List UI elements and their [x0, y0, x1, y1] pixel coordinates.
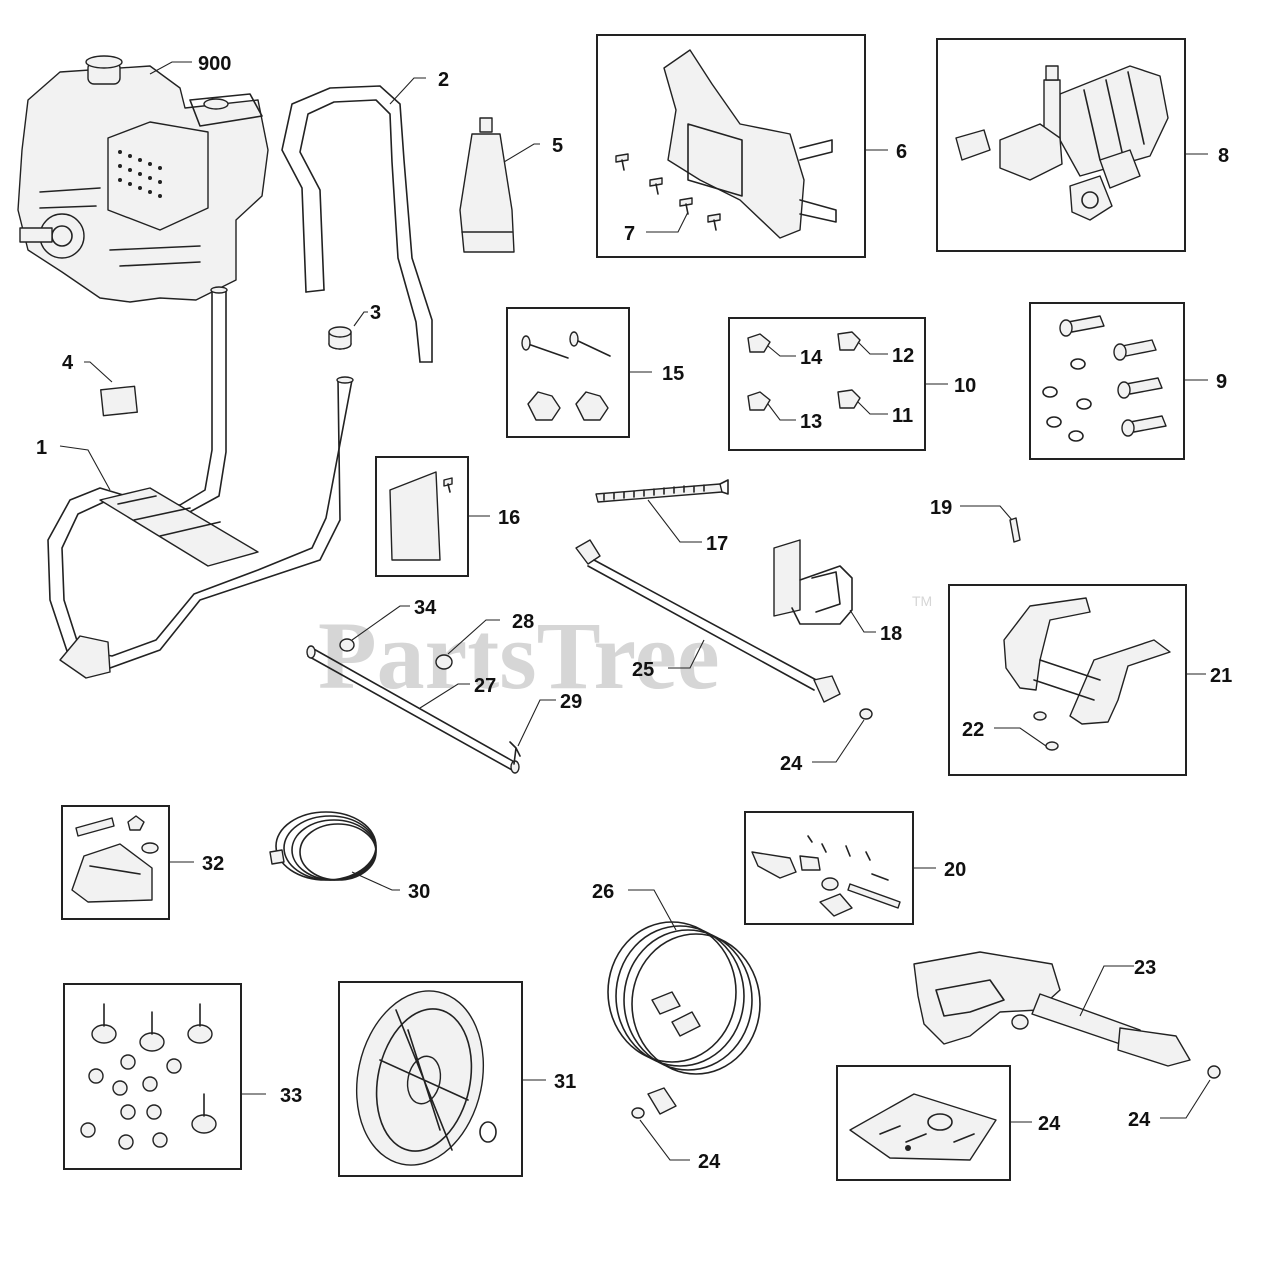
- control-panel-kit-box: [596, 34, 866, 258]
- isolator-mounts-part: [80, 1003, 217, 1150]
- wand-clips-part: [1003, 597, 1171, 751]
- callout-24-hose: 24: [698, 1151, 721, 1173]
- accessory-kit-part: [751, 835, 901, 917]
- spray-wand-part: [575, 539, 841, 703]
- callout-31: 31: [554, 1071, 576, 1093]
- callout-24-gun: 24: [1128, 1109, 1151, 1131]
- callout-14: 14: [800, 347, 823, 369]
- hose-coil-30-part: [269, 811, 377, 881]
- handle-hardware-kit-box: [506, 307, 630, 438]
- callout-13: 13: [800, 411, 822, 433]
- pressure-hose-26-part: [607, 921, 761, 1115]
- knobs-part: [747, 331, 861, 411]
- callout-26: 26: [592, 881, 614, 903]
- wand-clips-kit-box: [948, 584, 1187, 776]
- callout-27: 27: [474, 675, 496, 697]
- callout-16: 16: [498, 507, 520, 529]
- pump-box: [936, 38, 1186, 252]
- pin-part: [1009, 517, 1021, 543]
- callout-32: 32: [202, 853, 224, 875]
- strap-part: [595, 479, 729, 503]
- callout-3: 3: [370, 302, 381, 324]
- pump-part: [955, 65, 1169, 221]
- washer-34-part: [339, 638, 355, 652]
- callout-21: 21: [1210, 665, 1232, 687]
- o-ring-part: [859, 708, 873, 720]
- callout-30: 30: [408, 881, 430, 903]
- o-ring-part: [1207, 1065, 1221, 1079]
- callout-19: 19: [930, 497, 952, 519]
- cap-part: [328, 326, 352, 350]
- leader-lines: [59, 61, 1211, 1161]
- callout-15: 15: [662, 363, 684, 385]
- wand-holder-part: [773, 539, 853, 625]
- panel-screws-part: [615, 153, 721, 231]
- callout-2: 2: [438, 69, 449, 91]
- callout-1: 1: [36, 437, 47, 459]
- callout-28: 28: [512, 611, 534, 633]
- callout-9: 9: [1216, 371, 1227, 393]
- callout-33: 33: [280, 1085, 302, 1107]
- spray-gun-part: [913, 951, 1191, 1067]
- o-ring-part: [631, 1107, 645, 1119]
- callout-12: 12: [892, 345, 914, 367]
- callout-4: 4: [62, 352, 74, 374]
- callout-8: 8: [1218, 145, 1229, 167]
- decal-box: [836, 1065, 1011, 1181]
- callout-18: 18: [880, 623, 902, 645]
- callout-17: 17: [706, 533, 728, 555]
- callout-7: 7: [624, 223, 635, 245]
- callout-20: 20: [944, 859, 966, 881]
- oil-bottle-part: [459, 117, 515, 253]
- label-decal-part: [100, 385, 138, 417]
- callout-23: 23: [1134, 957, 1156, 979]
- wheel-part: [355, 990, 497, 1166]
- wheel-box: [338, 981, 523, 1177]
- engine-part: [17, 55, 269, 303]
- watermark-trademark: TM: [912, 593, 932, 609]
- callout-10: 10: [954, 375, 976, 397]
- callout-24-wand: 24: [780, 753, 803, 775]
- cotter-pin-part: [509, 741, 521, 765]
- bolts-washers-kit-box: [1029, 302, 1185, 460]
- callout-24-decal: 24: [1038, 1113, 1061, 1135]
- callout-5: 5: [552, 135, 563, 157]
- main-frame-part: [47, 286, 354, 679]
- bolts-washers-part: [1042, 315, 1167, 442]
- callout-29: 29: [560, 691, 582, 713]
- callout-11: 11: [892, 405, 913, 427]
- isolator-mount-kit-box: [63, 983, 242, 1170]
- axle-part: [306, 645, 520, 774]
- upper-handle-part: [281, 85, 433, 363]
- control-panel-part: [663, 49, 837, 239]
- decal-part: [849, 1093, 997, 1161]
- panel-cover-part: [389, 471, 453, 561]
- callout-900: 900: [198, 53, 231, 75]
- callout-25: 25: [632, 659, 654, 681]
- watermark: PartsTree: [318, 602, 720, 709]
- callout-22: 22: [962, 719, 984, 741]
- callout-labels: 900 2 5 6 7 8 3 4 15 14 12 10 13 11 9 1 …: [36, 53, 1232, 1173]
- callout-6: 6: [896, 141, 907, 163]
- callout-34: 34: [414, 597, 437, 619]
- handle-hardware-part: [521, 331, 611, 421]
- foot-kit-part: [71, 815, 159, 903]
- washer-28-part: [435, 654, 453, 670]
